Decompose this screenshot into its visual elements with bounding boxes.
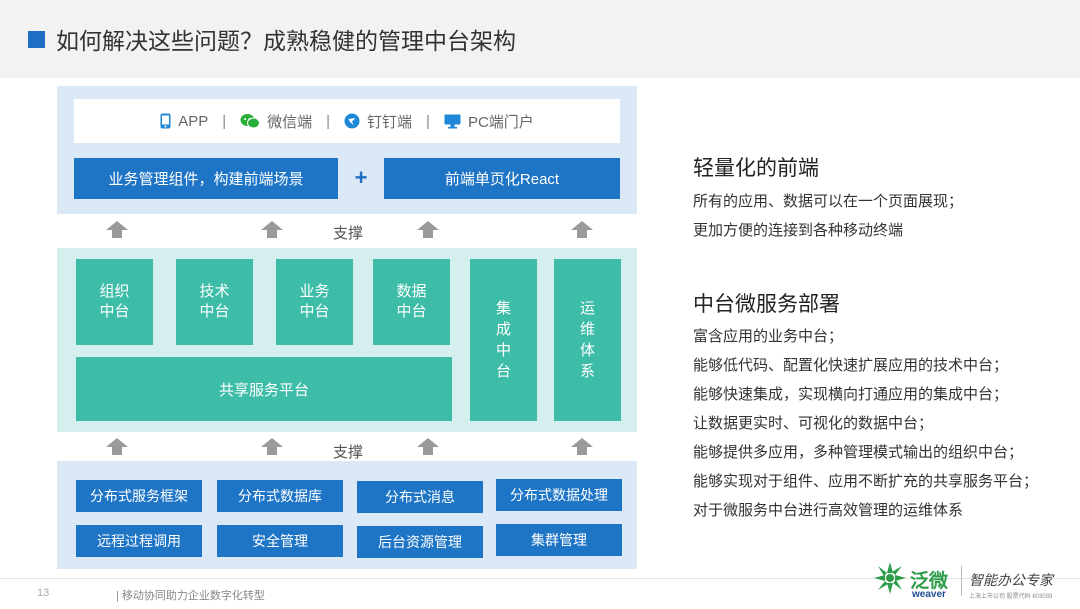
title-bar xyxy=(0,0,1080,78)
org-platform-box: 组织 中台 xyxy=(76,259,153,345)
up-arrow-icon xyxy=(571,221,593,238)
box-label: 组织 xyxy=(99,283,130,300)
box-label: 中台 xyxy=(396,303,427,320)
description-line: 让数据更实时、可视化的数据中台； xyxy=(693,415,934,432)
distributed-data-processing-box: 分布式数据处理 xyxy=(496,479,622,511)
description-line: 能够实现对于组件、应用不断扩充的共享服务平台； xyxy=(693,473,1039,490)
support-label: 支撑 xyxy=(333,225,364,242)
monitor-icon xyxy=(444,114,461,128)
box-label: 业务 xyxy=(299,283,330,300)
cluster-management-box: 集群管理 xyxy=(496,524,622,556)
heading-microservice: 中台微服务部署 xyxy=(693,293,840,316)
box-label: 维 xyxy=(579,321,595,338)
box-label: 中台 xyxy=(299,303,330,320)
box-label: 成 xyxy=(495,321,511,338)
box-label: 中台 xyxy=(199,303,230,320)
phone-icon xyxy=(160,113,171,129)
slide-title: 如何解决这些问题？成熟稳健的管理中台架构 xyxy=(56,28,516,54)
title-square-icon xyxy=(28,31,45,48)
weaver-logo-icon xyxy=(874,562,906,594)
backend-resource-management-box: 后台资源管理 xyxy=(357,526,483,558)
box-label: 技术 xyxy=(199,283,230,300)
terminal-pc: PC端门户 xyxy=(444,111,534,132)
data-platform-box: 数据 中台 xyxy=(373,259,450,345)
tech-platform-box: 技术 中台 xyxy=(176,259,253,345)
distributed-service-framework-box: 分布式服务框架 xyxy=(76,480,202,512)
terminal-bar: APP | 微信端 | 钉钉端 | PC端门户 xyxy=(74,99,620,143)
business-components-box: 业务管理组件，构建前端场景 xyxy=(74,158,338,199)
security-management-box: 安全管理 xyxy=(217,525,343,557)
up-arrow-icon xyxy=(106,221,128,238)
dingtalk-icon xyxy=(344,113,360,129)
footer-divider xyxy=(0,578,1080,579)
distributed-database-box: 分布式数据库 xyxy=(217,480,343,512)
brand-name-en: weaver xyxy=(912,589,946,600)
description-line: 能够提供多应用，多种管理模式输出的组织中台； xyxy=(693,444,1024,461)
wechat-icon xyxy=(240,114,261,129)
integration-platform-box: 集 成 中 台 xyxy=(470,259,537,421)
brand-name: 泛微 xyxy=(910,571,949,592)
react-spa-box: 前端单页化React xyxy=(384,158,620,199)
box-label: 系 xyxy=(579,363,595,380)
terminal-app: APP xyxy=(160,113,208,130)
box-label: 台 xyxy=(495,363,511,380)
separator: | xyxy=(222,112,227,130)
description-line: 对于微服务中台进行高效管理的运维体系 xyxy=(693,502,964,519)
terminal-wechat: 微信端 xyxy=(240,111,312,132)
terminal-label: 微信端 xyxy=(267,113,313,131)
logo-divider xyxy=(961,566,962,596)
description-line: 所有的应用、数据可以在一个页面展现； xyxy=(693,193,964,210)
terminal-label: APP xyxy=(178,112,209,130)
box-label: 体 xyxy=(579,342,595,359)
business-platform-box: 业务 中台 xyxy=(276,259,353,345)
shared-service-platform-box: 共享服务平台 xyxy=(76,357,452,421)
description-line: 能够低代码、配置化快速扩展应用的技术中台； xyxy=(693,357,1009,374)
up-arrow-icon xyxy=(261,221,283,238)
up-arrow-icon xyxy=(261,438,283,455)
terminal-label: 钉钉端 xyxy=(367,113,413,131)
support-label: 支撑 xyxy=(333,444,364,461)
box-label: 中 xyxy=(495,342,511,359)
box-label: 数据 xyxy=(396,283,427,300)
up-arrow-icon xyxy=(417,221,439,238)
description-line: 能够快速集成，实现横向打通应用的集成中台； xyxy=(693,386,1009,403)
box-label: 集 xyxy=(495,300,511,317)
heading-lightweight-frontend: 轻量化的前端 xyxy=(693,157,819,180)
box-label: 中台 xyxy=(99,303,130,320)
separator: | xyxy=(326,112,331,130)
footer-text: | 移动协同助力企业数字化转型 xyxy=(116,590,265,602)
terminal-label: PC端门户 xyxy=(467,113,534,131)
distributed-message-box: 分布式消息 xyxy=(357,481,483,513)
terminal-dingtalk: 钉钉端 xyxy=(344,111,412,132)
description-line: 更加方便的连接到各种移动终端 xyxy=(693,222,904,239)
page-number: 13 xyxy=(37,587,50,599)
plus-icon: + xyxy=(354,165,368,190)
separator: | xyxy=(426,112,430,130)
up-arrow-icon xyxy=(571,438,593,455)
up-arrow-icon xyxy=(106,438,128,455)
brand-slogan-sub: 上海上市公司 股票代码 603039 xyxy=(969,594,1053,600)
box-label: 运 xyxy=(579,300,595,317)
brand-slogan: 智能办公专家 xyxy=(969,573,1053,589)
description-line: 富含应用的业务中台； xyxy=(693,328,844,345)
ops-system-box: 运 维 体 系 xyxy=(554,259,621,421)
rpc-box: 远程过程调用 xyxy=(76,525,202,557)
up-arrow-icon xyxy=(417,438,439,455)
